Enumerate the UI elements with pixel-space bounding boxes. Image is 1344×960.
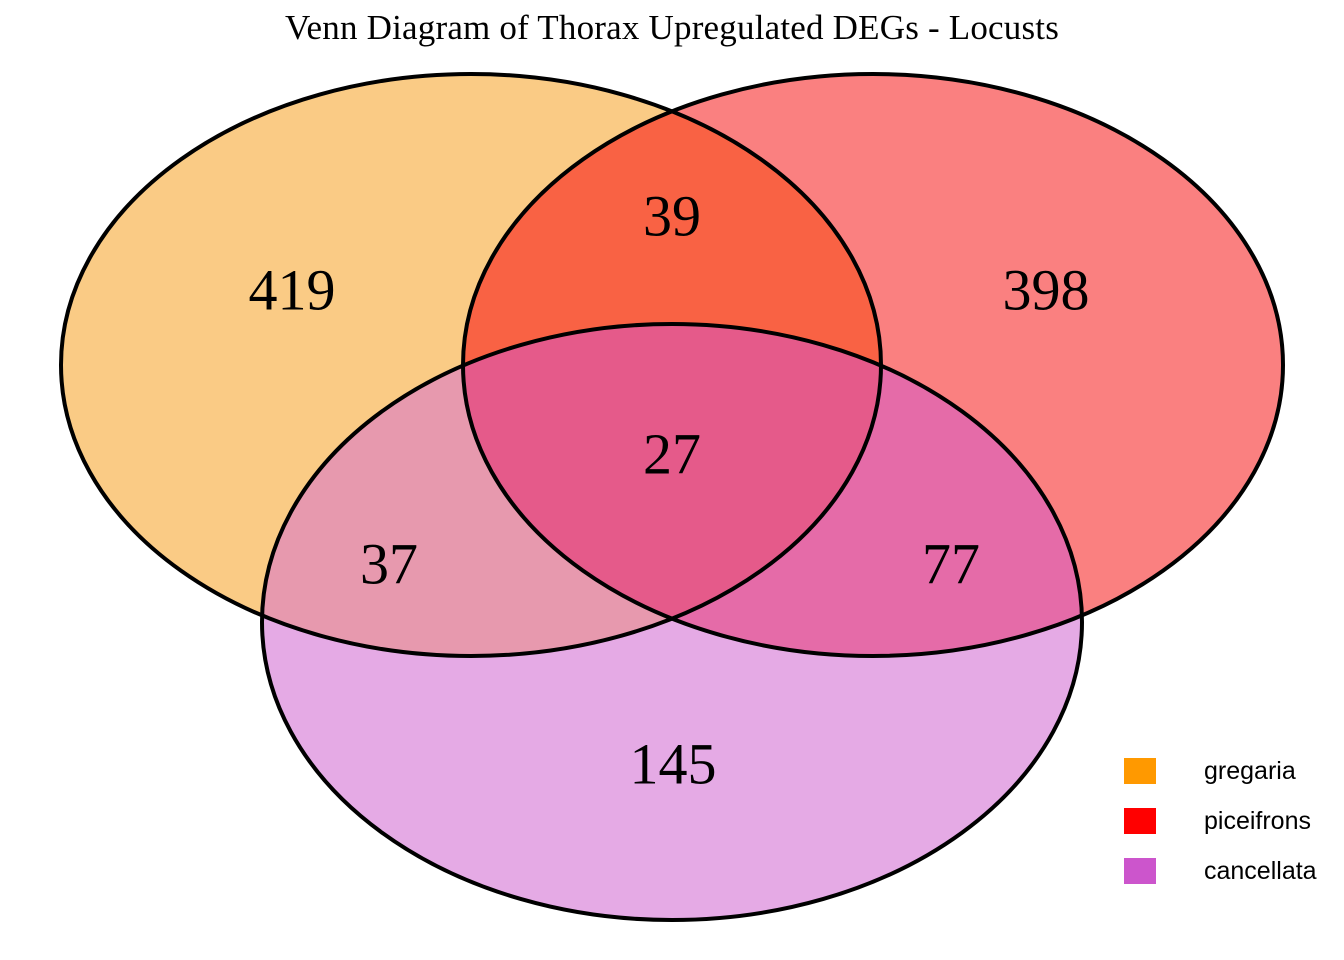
legend-swatch-gregaria bbox=[1124, 758, 1156, 784]
legend-item-gregaria: gregaria bbox=[1124, 746, 1339, 796]
legend-swatch-cancellata bbox=[1124, 858, 1156, 884]
legend-swatch-piceifrons bbox=[1124, 808, 1156, 834]
region-count-gregaria-piceifrons: 39 bbox=[643, 183, 701, 248]
region-count-gregaria-only: 419 bbox=[249, 257, 336, 322]
legend-item-cancellata: cancellata bbox=[1124, 846, 1339, 896]
region-count-piceifrons-cancellata: 77 bbox=[922, 531, 980, 596]
region-count-gregaria-cancellata: 37 bbox=[360, 531, 418, 596]
legend: gregaria piceifrons cancellata bbox=[1124, 746, 1339, 896]
legend-label-gregaria: gregaria bbox=[1204, 756, 1296, 785]
set-outline-cancellata bbox=[260, 322, 1084, 922]
region-count-all-three: 27 bbox=[643, 421, 701, 486]
legend-item-piceifrons: piceifrons bbox=[1124, 796, 1339, 846]
legend-label-piceifrons: piceifrons bbox=[1204, 806, 1311, 835]
chart-title: Venn Diagram of Thorax Upregulated DEGs … bbox=[284, 8, 1060, 47]
region-count-piceifrons-only: 398 bbox=[1003, 257, 1090, 322]
region-count-cancellata-only: 145 bbox=[630, 731, 717, 796]
legend-label-cancellata: cancellata bbox=[1204, 856, 1317, 885]
